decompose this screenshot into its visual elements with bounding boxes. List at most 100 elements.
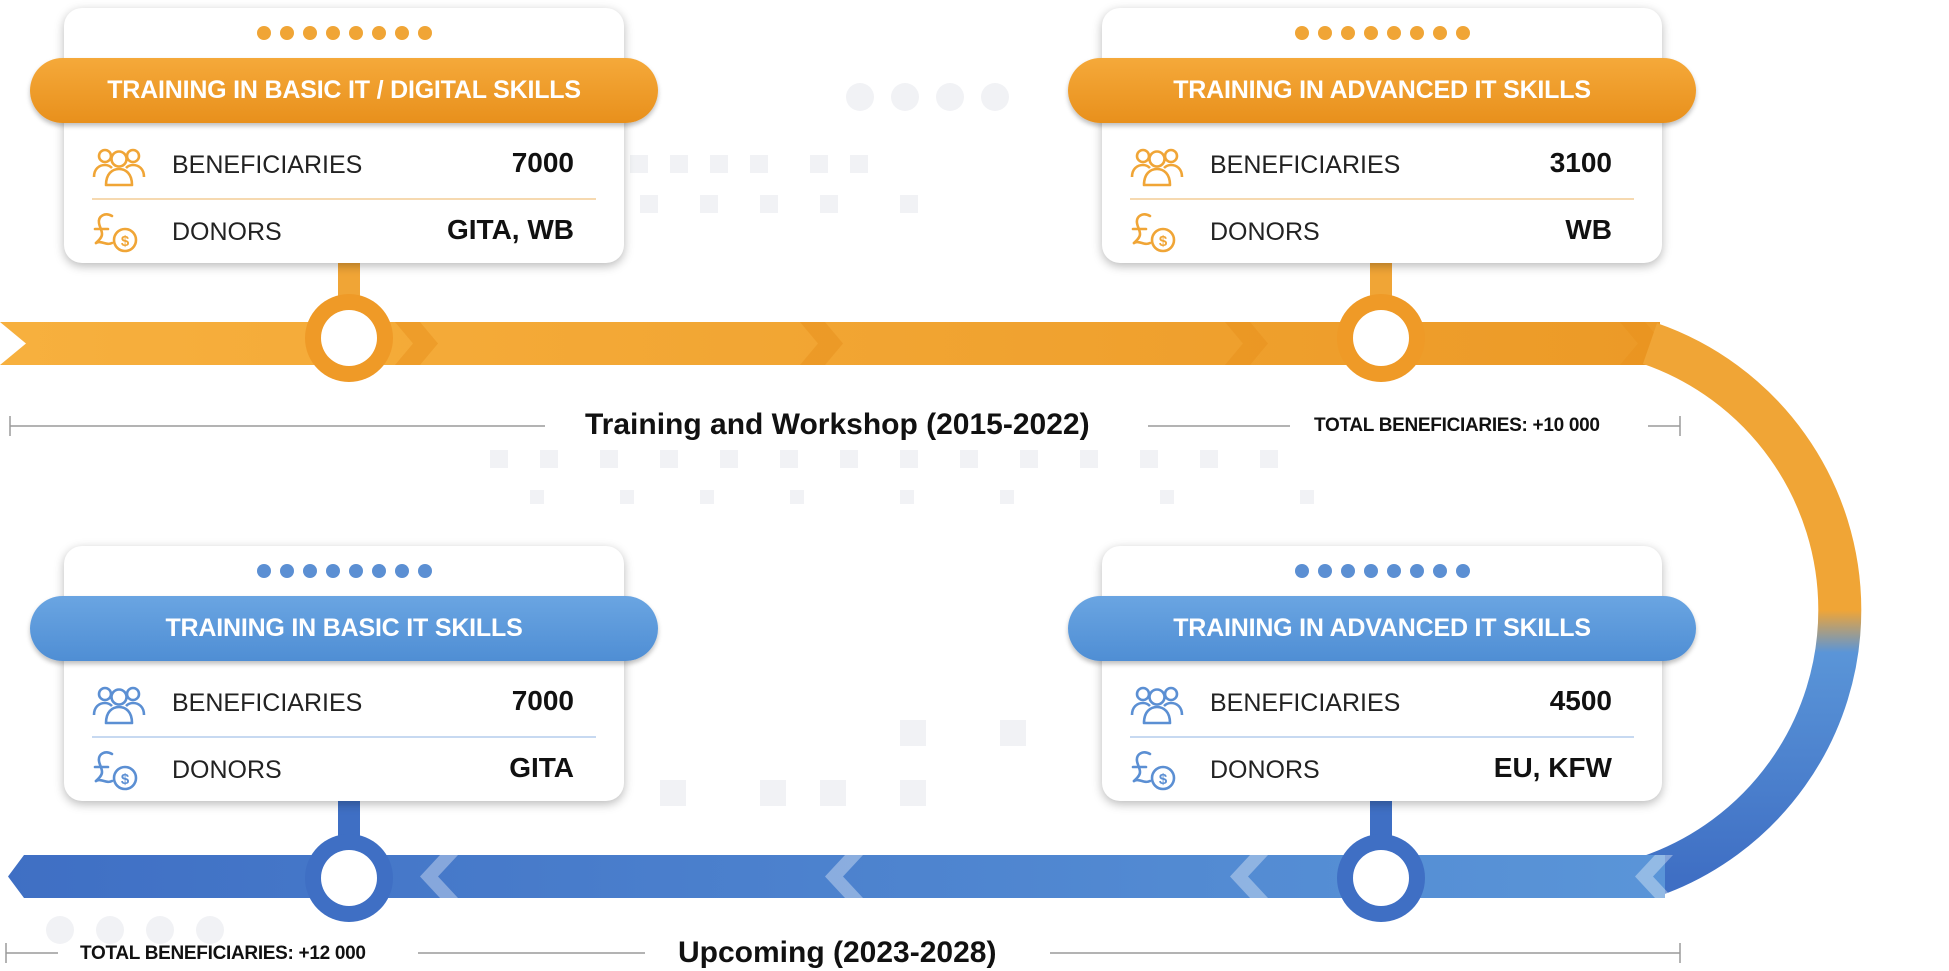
donors-row: DONORS WB (1130, 200, 1634, 262)
beneficiaries-value: 3100 (1549, 147, 1612, 178)
card-dots (64, 26, 624, 40)
people-group-icon (92, 681, 146, 725)
blue-track-start-notch (0, 855, 24, 898)
card-connector (338, 800, 360, 842)
decor-dot (1317, 26, 1332, 40)
people-group-icon (92, 143, 146, 187)
decor-dot (417, 26, 432, 40)
card-basic-digital-skills: TRAINING IN BASIC IT / DIGITAL SKILLS BE… (30, 8, 658, 263)
decor-dot (302, 26, 317, 40)
donors-row: DONORS GITA (92, 738, 596, 800)
decor-dot (417, 564, 432, 578)
timeline-turn-arc (1642, 323, 1862, 897)
beneficiaries-label: BENEFICIARIES (1210, 151, 1401, 179)
card-title: TRAINING IN BASIC IT SKILLS (30, 596, 658, 661)
donors-value: WB (1565, 214, 1612, 245)
row-divider (1130, 198, 1634, 200)
decor-dot (325, 26, 340, 40)
past-section-title: Training and Workshop (2015-2022) (585, 408, 1090, 441)
card-advanced-it-skills-past: TRAINING IN ADVANCED IT SKILLS BENEFICIA… (1068, 8, 1696, 263)
card-title: TRAINING IN BASIC IT / DIGITAL SKILLS (30, 58, 658, 123)
orange-chevron (800, 322, 843, 365)
donors-row: DONORS GITA, WB (92, 200, 596, 262)
donor-money-icon (1130, 748, 1184, 792)
donors-value: GITA (509, 752, 574, 783)
donor-money-icon (92, 748, 146, 792)
decor-dot (302, 564, 317, 578)
decor-dot (1386, 26, 1401, 40)
beneficiaries-value: 4500 (1549, 685, 1612, 716)
decor-dot (394, 26, 409, 40)
card-advanced-it-skills-upcoming: TRAINING IN ADVANCED IT SKILLS BENEFICIA… (1068, 546, 1696, 801)
decor-dot (256, 564, 271, 578)
card-dots (1102, 564, 1662, 578)
people-group-icon (1130, 143, 1184, 187)
beneficiaries-label: BENEFICIARIES (1210, 689, 1401, 717)
card-title: TRAINING IN ADVANCED IT SKILLS (1068, 596, 1696, 661)
beneficiaries-row: BENEFICIARIES 3100 (1130, 133, 1634, 195)
decor-dot (1317, 564, 1332, 578)
upcoming-section-title: Upcoming (2023-2028) (678, 936, 997, 969)
decor-dot (1455, 564, 1470, 578)
decor-dot (371, 564, 386, 578)
blue-chevron (420, 855, 458, 898)
row-divider (1130, 736, 1634, 738)
decor-dot (1363, 564, 1378, 578)
decor-dot (348, 26, 363, 40)
decor-dot (256, 26, 271, 40)
donors-row: DONORS EU, KFW (1130, 738, 1634, 800)
donor-money-icon (1130, 210, 1184, 254)
blue-chevron (825, 855, 863, 898)
decor-dot (279, 26, 294, 40)
decor-dot (1294, 564, 1309, 578)
orange-track-start-notch (0, 322, 26, 365)
donors-value: GITA, WB (446, 214, 574, 245)
decor-dot (1363, 26, 1378, 40)
blue-chevron (1635, 855, 1673, 898)
row-divider (92, 736, 596, 738)
timeline-node-inner (1353, 310, 1409, 366)
decor-dot (348, 564, 363, 578)
donors-label: DONORS (1210, 218, 1320, 246)
donors-label: DONORS (172, 756, 282, 784)
donors-value: EU, KFW (1493, 752, 1612, 783)
decor-dot (1409, 564, 1424, 578)
past-total-beneficiaries: TOTAL BENEFICIARIES: +10 000 (1314, 415, 1600, 436)
decor-dot (1409, 26, 1424, 40)
card-title: TRAINING IN ADVANCED IT SKILLS (1068, 58, 1696, 123)
orange-chevron (395, 322, 438, 365)
donors-label: DONORS (1210, 756, 1320, 784)
decor-dot (279, 564, 294, 578)
card-dots (1102, 26, 1662, 40)
orange-chevron (1225, 322, 1268, 365)
card-basic-it-skills-upcoming: TRAINING IN BASIC IT SKILLS BENEFICIARIE… (30, 546, 658, 801)
decor-dot (1455, 26, 1470, 40)
decor-dot (325, 564, 340, 578)
card-connector (1370, 800, 1392, 842)
donors-label: DONORS (172, 218, 282, 246)
timeline-node-inner (321, 310, 377, 366)
beneficiaries-value: 7000 (511, 685, 574, 716)
timeline-node-inner (1353, 850, 1409, 906)
decor-dot (1386, 564, 1401, 578)
beneficiaries-row: BENEFICIARIES 7000 (92, 133, 596, 195)
blue-chevron (1230, 855, 1268, 898)
decor-dot (1294, 26, 1309, 40)
decor-dot (371, 26, 386, 40)
beneficiaries-row: BENEFICIARIES 7000 (92, 671, 596, 733)
beneficiaries-label: BENEFICIARIES (172, 151, 363, 179)
row-divider (92, 198, 596, 200)
beneficiaries-value: 7000 (511, 147, 574, 178)
timeline-node-inner (321, 850, 377, 906)
decor-dot (1340, 26, 1355, 40)
decor-dot (1340, 564, 1355, 578)
donor-money-icon (92, 210, 146, 254)
decor-dot (1432, 564, 1447, 578)
decor-dot (394, 564, 409, 578)
people-group-icon (1130, 681, 1184, 725)
decor-dot (1432, 26, 1447, 40)
card-dots (64, 564, 624, 578)
beneficiaries-label: BENEFICIARIES (172, 689, 363, 717)
